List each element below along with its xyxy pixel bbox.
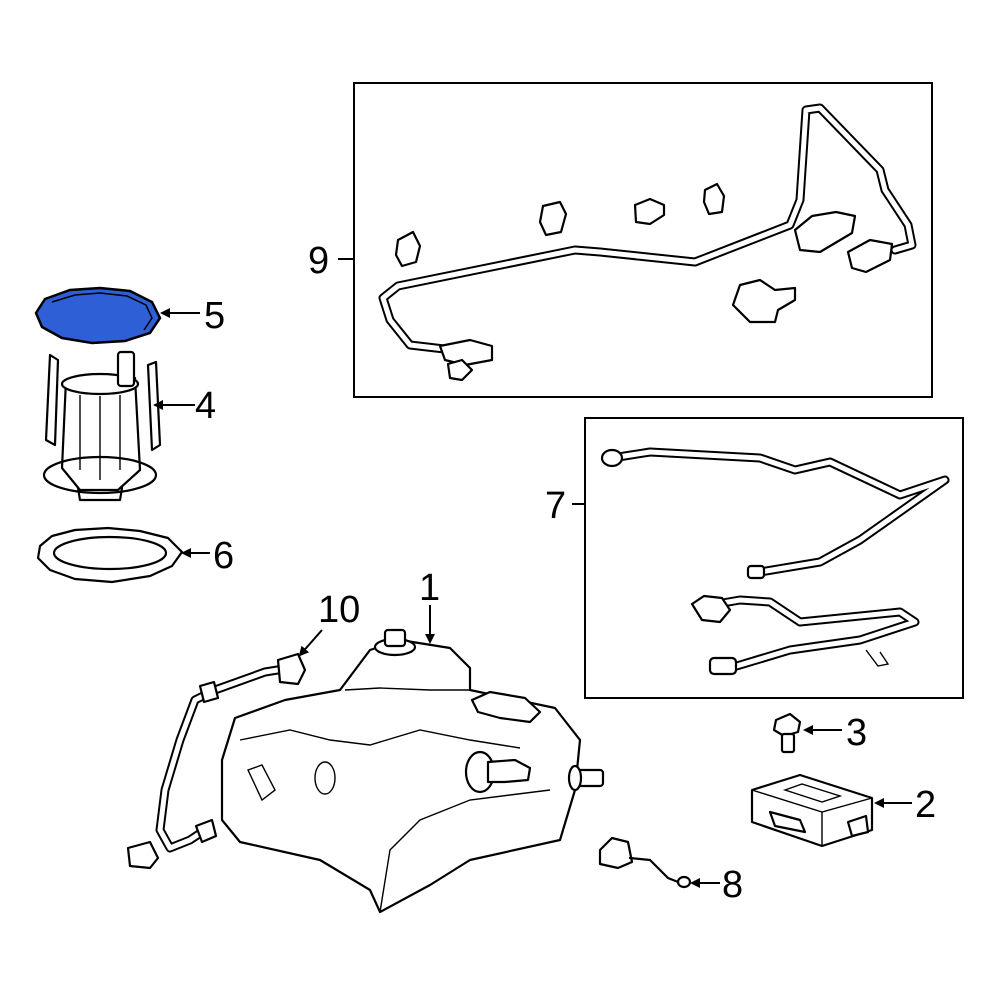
part-9-connector-f xyxy=(846,238,894,274)
part-9-connector-c xyxy=(633,197,666,226)
part-8-sensor-tip xyxy=(676,875,692,889)
part-8-sensor-connector xyxy=(598,836,634,870)
part-1-tank-pocket xyxy=(247,764,276,802)
part-1-top-bracket xyxy=(470,690,542,724)
part-6-lock-ring-group[interactable]: 6 xyxy=(36,526,234,584)
part-2-module-vent xyxy=(782,783,843,803)
part-4-retainer-left xyxy=(44,353,60,447)
part-4-fuel-pump-group[interactable]: 4 xyxy=(42,350,216,502)
part-9-wiring-harness-group[interactable]: 9 xyxy=(308,82,933,398)
part-7-upper-line xyxy=(607,447,950,577)
part-1-pump-cap xyxy=(383,628,407,648)
part-10-connector-top xyxy=(276,652,307,686)
part-10-fuel-hose-group[interactable]: 10 xyxy=(126,589,360,870)
part-2-tab xyxy=(846,814,870,838)
part-2-control-module-group[interactable]: 2 xyxy=(750,773,936,848)
part-2-connector xyxy=(768,810,807,834)
part-1-tank-top xyxy=(344,687,470,691)
part-1-fuel-tank-group[interactable]: 1 xyxy=(220,567,605,914)
part-9-connector-d xyxy=(702,182,726,216)
callout-10: 10 xyxy=(318,589,360,631)
part-6-ring-inner xyxy=(52,535,168,571)
part-3-bolt-shank xyxy=(780,732,796,754)
part-1-tank-ridge xyxy=(239,729,521,749)
part-6-ring-outer xyxy=(36,526,184,584)
part-7-box xyxy=(584,417,964,699)
part-7-bracket xyxy=(865,649,890,667)
part-5-seal-group[interactable]: 5 xyxy=(34,286,225,345)
part-7-lower-end xyxy=(708,656,738,676)
callout-3: 3 xyxy=(846,712,867,754)
part-3-bolt-group[interactable]: 3 xyxy=(772,712,867,754)
part-1-tank-bottom-edge xyxy=(379,789,551,913)
part-7-lower-connector xyxy=(690,594,732,624)
part-9-connector-i xyxy=(446,358,474,382)
part-10-connector-bottom xyxy=(126,840,160,870)
callout-9: 9 xyxy=(308,240,329,282)
callout-2: 2 xyxy=(915,784,936,826)
part-1-tank-recess xyxy=(314,761,336,795)
part-9-connector-b xyxy=(538,200,568,237)
part-7-upper-end xyxy=(746,564,766,580)
part-9-connector-e xyxy=(793,210,857,254)
callout-5: 5 xyxy=(204,295,225,337)
part-5-seal-highlighted xyxy=(34,286,162,345)
part-1-side-fitting xyxy=(486,758,532,784)
part-9-connector-a xyxy=(394,230,422,268)
callout-1: 1 xyxy=(419,567,440,609)
part-9-box xyxy=(353,82,933,398)
callout-6: 6 xyxy=(213,535,234,577)
callout-8: 8 xyxy=(722,864,743,906)
part-9-connector-g xyxy=(731,278,797,324)
part-3-bolt-head xyxy=(772,712,802,738)
part-8-sensor-group[interactable]: 8 xyxy=(598,836,743,906)
callout-7: 7 xyxy=(545,485,566,527)
part-10-end-fitting xyxy=(194,818,218,844)
part-4-outlet-neck xyxy=(116,350,136,388)
part-5-seal-inner-edge xyxy=(51,292,153,331)
part-4-flange xyxy=(42,455,158,495)
part-8-sensor-wire xyxy=(628,856,680,884)
part-7-upper-fitting xyxy=(600,448,624,468)
part-9-connector-h xyxy=(438,338,494,367)
callout-4: 4 xyxy=(195,385,216,427)
part-4-retainer-right xyxy=(146,360,162,452)
part-10-clip xyxy=(198,680,220,704)
part-7-vapor-lines-group[interactable]: 7 xyxy=(545,417,964,699)
part-4-base xyxy=(76,486,124,502)
